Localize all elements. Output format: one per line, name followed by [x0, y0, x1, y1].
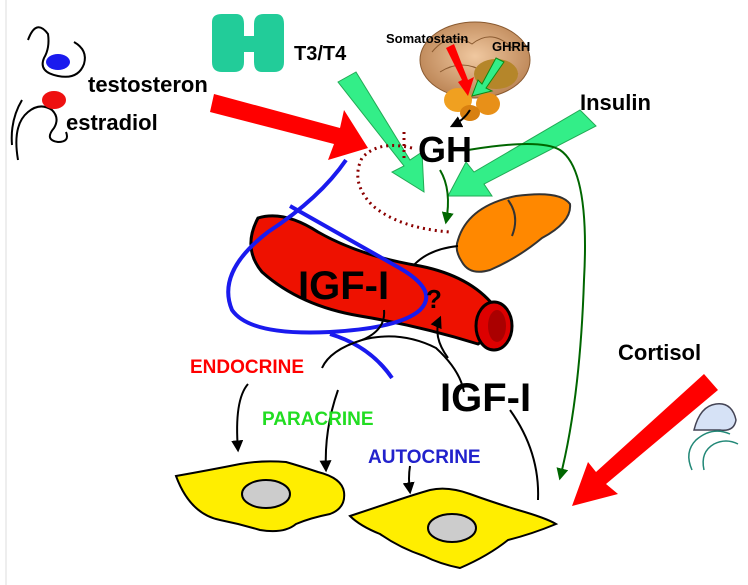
ghrh-arrow	[471, 57, 505, 97]
thyroid-icon	[212, 14, 284, 72]
t3t4-label: T3/T4	[294, 43, 347, 65]
t3t4-arrow	[337, 71, 425, 193]
vessel-branch-right	[361, 335, 465, 393]
igf-tissue-label: IGF-I	[440, 376, 532, 420]
estradiol-label: estradiol	[66, 110, 158, 135]
igf-tissue-link	[509, 409, 540, 501]
blood-vessel-icon	[249, 214, 514, 352]
cell-icon	[348, 487, 559, 570]
paracrine-label: PARACRINE	[262, 409, 374, 430]
feedback-loop	[356, 144, 451, 234]
gh-label: GH	[418, 129, 472, 170]
tissue-to-vessel-arrow	[430, 315, 449, 359]
ghrh-label: GHRH	[492, 39, 531, 54]
gh-to-liver-arrow	[439, 169, 454, 225]
question-label: ?	[426, 284, 442, 314]
insulin-label: Insulin	[580, 90, 651, 115]
gonad-pathway-outline	[226, 158, 429, 335]
paracrine-arrow	[319, 389, 339, 473]
testosteron-label: testosteron	[88, 72, 208, 97]
pituitary-to-gh-arrow	[449, 109, 471, 128]
igf-vessel-label: IGF-I	[298, 264, 390, 308]
autocrine-label: AUTOCRINE	[368, 447, 481, 468]
insulin-arrow	[447, 109, 597, 197]
endocrine-label: ENDOCRINE	[190, 357, 305, 378]
cortisol-label: Cortisol	[618, 340, 702, 365]
liver-fissure	[507, 199, 517, 237]
ovary-icon	[10, 91, 68, 161]
cell-icon	[174, 460, 346, 533]
autocrine-arrow	[402, 465, 415, 495]
testis-icon	[27, 26, 86, 78]
gh-to-cell-arrow	[467, 143, 586, 481]
somatostatin-label: Somatostatin	[386, 31, 469, 46]
cortisol-arrow	[572, 374, 718, 506]
somatostatin-arrow	[446, 44, 474, 96]
testosteron-arrow	[210, 94, 368, 160]
brain-pituitary-icon	[419, 21, 531, 121]
adrenal-icon	[688, 403, 739, 471]
endocrine-arrow	[231, 383, 249, 453]
gonad-pathway-tail	[329, 332, 394, 380]
